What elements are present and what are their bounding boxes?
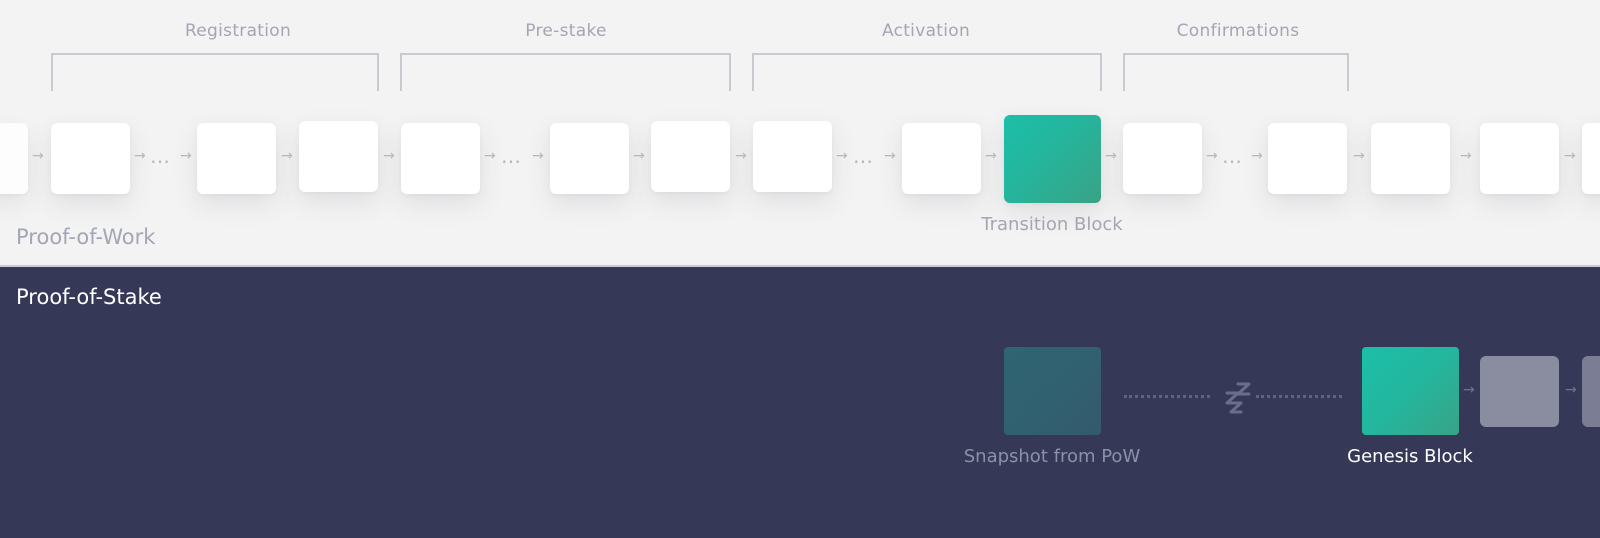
pow-block	[550, 123, 629, 194]
arrow-icon: →	[532, 148, 544, 164]
genesis-block	[1362, 347, 1459, 435]
pow-block	[1480, 123, 1559, 194]
arrow-icon: →	[32, 148, 44, 164]
arrow-icon: →	[1105, 148, 1117, 164]
zzz-icon	[1225, 382, 1251, 414]
bracket-registration	[51, 53, 379, 91]
arrow-icon: →	[1463, 382, 1475, 398]
arrow-icon: →	[134, 148, 146, 164]
snapshot-block	[1004, 347, 1101, 435]
arrow-icon: →	[180, 148, 192, 164]
pow-block-partial	[0, 123, 28, 194]
bracket-activation	[752, 53, 1102, 91]
arrow-icon: →	[633, 148, 645, 164]
ellipsis: …	[1222, 144, 1243, 168]
pow-block	[1123, 123, 1202, 194]
pos-block	[1480, 356, 1559, 427]
ellipsis: …	[501, 144, 522, 168]
phase-label-pre-stake: Pre-stake	[525, 21, 607, 41]
arrow-icon: →	[1460, 148, 1472, 164]
pow-block	[197, 123, 276, 194]
pow-block	[1371, 123, 1450, 194]
arrow-icon: →	[985, 148, 997, 164]
arrow-icon: →	[735, 148, 747, 164]
arrow-icon: →	[1353, 148, 1365, 164]
ellipsis: …	[853, 144, 874, 168]
pow-block	[753, 121, 832, 192]
pow-block	[1268, 123, 1347, 194]
pos-block-partial	[1582, 356, 1600, 427]
proof-of-work-panel: Registration Pre-stake Activation Confir…	[0, 0, 1600, 267]
proof-of-stake-panel	[0, 267, 1600, 538]
ellipsis: …	[150, 144, 171, 168]
bracket-pre-stake	[400, 53, 731, 91]
pow-block	[51, 123, 130, 194]
transition-block-caption: Transition Block	[981, 214, 1123, 235]
phase-label-activation: Activation	[881, 21, 971, 41]
dotted-connector	[1256, 395, 1342, 398]
arrow-icon: →	[1251, 148, 1263, 164]
arrow-icon: →	[836, 148, 848, 164]
pow-block	[902, 123, 981, 194]
bracket-confirmations	[1123, 53, 1349, 91]
phase-label-confirmations: Confirmations	[1176, 21, 1300, 41]
dotted-connector	[1124, 395, 1210, 398]
arrow-icon: →	[1565, 382, 1577, 398]
arrow-icon: →	[884, 148, 896, 164]
transition-block	[1004, 115, 1101, 203]
arrow-icon: →	[281, 148, 293, 164]
snapshot-caption: Snapshot from PoW	[963, 446, 1141, 467]
arrow-icon: →	[484, 148, 496, 164]
proof-of-work-title: Proof-of-Work	[16, 225, 156, 249]
arrow-icon: →	[383, 148, 395, 164]
arrow-icon: →	[1564, 148, 1576, 164]
arrow-icon: →	[1206, 148, 1218, 164]
pow-block	[299, 121, 378, 192]
pow-block-partial	[1582, 123, 1600, 194]
proof-of-stake-title: Proof-of-Stake	[16, 285, 162, 309]
pow-block	[651, 121, 730, 192]
section-divider	[0, 265, 1600, 267]
phase-label-registration: Registration	[184, 21, 292, 41]
genesis-block-caption: Genesis Block	[1347, 446, 1473, 467]
pow-block	[401, 123, 480, 194]
